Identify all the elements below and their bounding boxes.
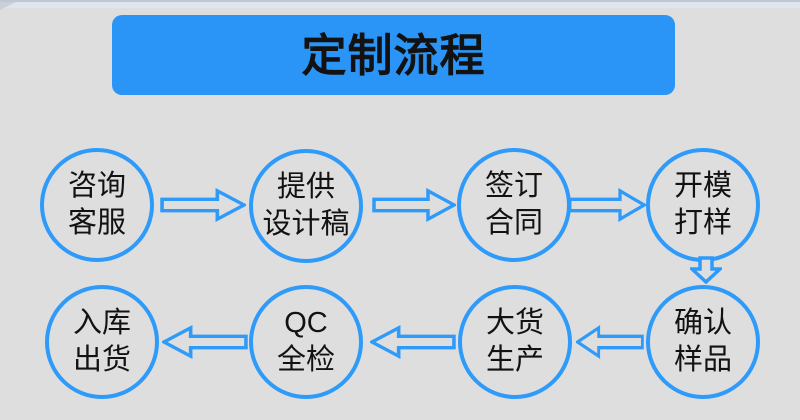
step-label-line: 全检 bbox=[276, 344, 335, 376]
step-label-line: 设计稿 bbox=[262, 208, 350, 240]
step-label-line: QC bbox=[284, 307, 328, 339]
arrow-right-icon bbox=[160, 188, 246, 222]
step-label-line: 咨询 bbox=[67, 170, 126, 202]
arrow-down-icon bbox=[690, 256, 722, 284]
step-label-line: 入库 bbox=[72, 307, 131, 339]
step-label-line: 合同 bbox=[484, 207, 543, 239]
step-label-line: 大货 bbox=[485, 307, 544, 339]
step-circle-mold-sample: 开模 打样 bbox=[646, 148, 760, 262]
step-label-line: 出货 bbox=[72, 344, 131, 376]
step-circle-mass-production: 大货 生产 bbox=[458, 285, 572, 399]
step-label-line: 客服 bbox=[67, 207, 126, 239]
arrow-left-icon bbox=[162, 325, 248, 359]
step-circle-stock-ship: 入库 出货 bbox=[45, 285, 159, 399]
step-label-line: 签订 bbox=[484, 170, 543, 202]
step-label-line: 确认 bbox=[673, 307, 732, 339]
top-strip bbox=[0, 0, 800, 10]
step-label-line: 打样 bbox=[673, 207, 732, 239]
step-circle-consult-service: 咨询 客服 bbox=[40, 148, 154, 262]
step-label-line: 开模 bbox=[673, 170, 732, 202]
top-strip-corner bbox=[0, 2, 16, 10]
step-circle-provide-design: 提供 设计稿 bbox=[249, 149, 363, 263]
step-label-line: 样品 bbox=[673, 344, 732, 376]
step-circle-qc-inspection: QC 全检 bbox=[249, 285, 363, 399]
page-title: 定制流程 bbox=[301, 29, 486, 81]
arrow-left-icon bbox=[576, 325, 644, 359]
step-circle-confirm-sample: 确认 样品 bbox=[646, 285, 760, 399]
arrow-right-icon bbox=[568, 188, 646, 222]
step-label-line: 生产 bbox=[485, 344, 544, 376]
title-banner: 定制流程 bbox=[112, 15, 675, 95]
step-label-line: 提供 bbox=[276, 171, 335, 203]
step-circle-sign-contract: 签订 合同 bbox=[457, 148, 571, 262]
arrow-right-icon bbox=[372, 188, 456, 222]
arrow-left-icon bbox=[370, 325, 456, 359]
